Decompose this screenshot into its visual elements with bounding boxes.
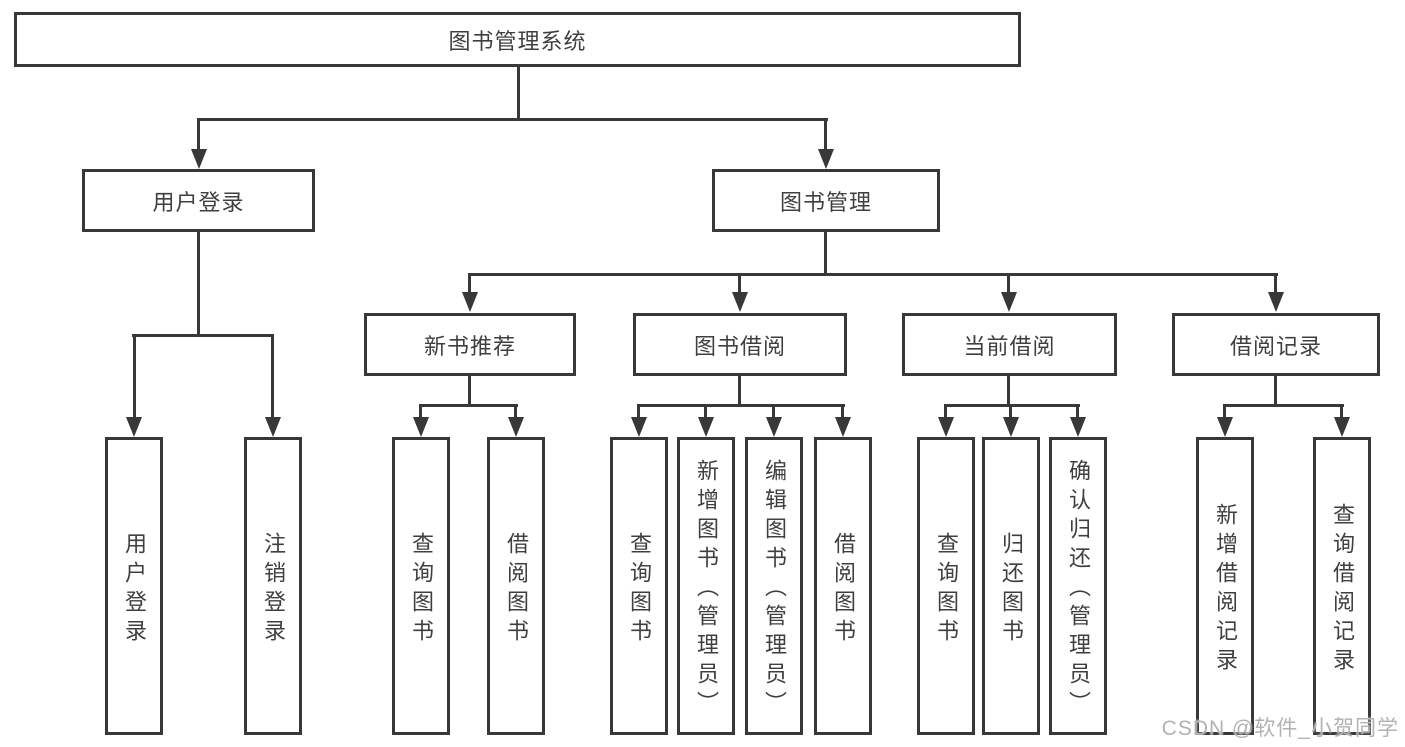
arrow-down-icon — [766, 417, 782, 437]
connector-book-management-stem — [824, 232, 827, 276]
leaf-confirm-return-admin: 确认归还（管理员） — [1049, 437, 1107, 735]
leaf-label: 查询借阅记录 — [1330, 502, 1355, 677]
node-book-borrowing: 图书借阅 — [633, 313, 847, 376]
node-label: 用户登录 — [152, 189, 245, 215]
node-label: 图书管理 — [779, 189, 872, 215]
connector-current-borrow-bar — [944, 404, 1080, 407]
leaf-label: 查询图书 — [934, 531, 959, 648]
connector-leaf-drop — [1340, 404, 1343, 419]
leaf-label: 用户登录 — [122, 531, 147, 648]
node-library-system: 图书管理系统 — [14, 12, 1021, 67]
arrow-down-icon — [1001, 292, 1017, 312]
arrow-down-icon — [732, 292, 748, 312]
arrow-down-icon — [1003, 417, 1019, 437]
leaf-query-books-current: 查询图书 — [917, 437, 975, 735]
leaf-label: 新增图书（管理员） — [694, 459, 719, 720]
leaf-label: 查询图书 — [627, 531, 652, 648]
connector-leaf-drop — [704, 404, 707, 419]
connector-new-book-drop — [468, 273, 471, 293]
connector-user-login-bar — [132, 334, 274, 337]
node-borrowing-records: 借阅记录 — [1172, 313, 1380, 376]
connector-current-borrow-stem — [1007, 376, 1010, 407]
arrow-down-icon — [835, 417, 851, 437]
arrow-down-icon — [126, 417, 142, 437]
leaf-label: 新增借阅记录 — [1213, 502, 1238, 677]
connector-user-login-drop — [197, 118, 200, 151]
connector-level3-bar — [468, 273, 1278, 276]
node-label: 当前借阅 — [963, 333, 1056, 359]
arrow-down-icon — [698, 417, 714, 437]
leaf-return-books: 归还图书 — [982, 437, 1040, 735]
connector-leaf-drop — [841, 404, 844, 419]
node-label: 图书借阅 — [693, 333, 786, 359]
connector-borrow-records-bar — [1223, 404, 1344, 407]
connector-borrow-records-drop — [1274, 273, 1277, 293]
connector-leaf-drop — [944, 404, 947, 419]
leaf-logout-login: 注销登录 — [244, 437, 302, 735]
connector-level2-bar — [197, 118, 828, 121]
connector-root-stem — [517, 67, 520, 121]
arrow-down-icon — [1334, 417, 1350, 437]
connector-book-borrow-bar — [637, 404, 845, 407]
arrow-down-icon — [265, 417, 281, 437]
connector-user-login-stem — [197, 232, 200, 337]
connector-leaf-drop — [1223, 404, 1226, 419]
arrow-down-icon — [508, 417, 524, 437]
connector-leaf-drop — [1076, 404, 1079, 419]
leaf-label: 编辑图书（管理员） — [762, 459, 787, 720]
leaf-label: 借阅图书 — [504, 531, 529, 648]
arrow-down-icon — [1268, 292, 1284, 312]
connector-leaf-drop — [772, 404, 775, 419]
csdn-watermark: CSDN @软件_小贺同学 — [1161, 717, 1399, 740]
leaf-borrow-books-borrowing: 借阅图书 — [814, 437, 872, 735]
leaf-label: 注销登录 — [261, 531, 286, 648]
connector-leaf-drop — [133, 334, 136, 418]
connector-current-borrow-drop — [1007, 273, 1010, 293]
connector-book-borrow-drop — [738, 273, 741, 293]
connector-new-book-stem — [468, 376, 471, 407]
node-label: 借阅记录 — [1229, 333, 1322, 359]
connector-book-borrow-stem — [738, 376, 741, 407]
connector-leaf-drop — [637, 404, 640, 419]
arrow-down-icon — [191, 149, 207, 169]
arrow-down-icon — [413, 417, 429, 437]
leaf-add-borrow-record: 新增借阅记录 — [1196, 437, 1254, 735]
connector-leaf-drop — [514, 404, 517, 419]
arrow-down-icon — [818, 149, 834, 169]
connector-borrow-records-stem — [1274, 376, 1277, 407]
arrow-down-icon — [938, 417, 954, 437]
leaf-query-borrow-record: 查询借阅记录 — [1313, 437, 1371, 735]
leaf-add-books-admin: 新增图书（管理员） — [677, 437, 735, 735]
node-new-book-recommend: 新书推荐 — [364, 313, 576, 376]
arrow-down-icon — [462, 292, 478, 312]
leaf-label: 确认归还（管理员） — [1066, 459, 1091, 720]
leaf-user-login: 用户登录 — [105, 437, 163, 735]
arrow-down-icon — [631, 417, 647, 437]
node-label: 图书管理系统 — [448, 28, 587, 54]
node-current-borrowing: 当前借阅 — [902, 313, 1117, 376]
node-book-management: 图书管理 — [712, 169, 940, 232]
connector-leaf-drop — [271, 334, 274, 418]
leaf-query-books-borrowing: 查询图书 — [610, 437, 668, 735]
leaf-borrow-books-recommend: 借阅图书 — [487, 437, 545, 735]
connector-leaf-drop — [419, 404, 422, 419]
connector-book-management-drop — [824, 118, 827, 151]
node-label: 新书推荐 — [423, 333, 516, 359]
connector-leaf-drop — [1009, 404, 1012, 419]
leaf-query-books-recommend: 查询图书 — [392, 437, 450, 735]
arrow-down-icon — [1070, 417, 1086, 437]
connector-new-book-bar — [419, 404, 518, 407]
node-user-login: 用户登录 — [82, 169, 315, 232]
leaf-label: 借阅图书 — [831, 531, 856, 648]
leaf-edit-books-admin: 编辑图书（管理员） — [745, 437, 803, 735]
arrow-down-icon — [1217, 417, 1233, 437]
leaf-label: 查询图书 — [409, 531, 434, 648]
leaf-label: 归还图书 — [999, 531, 1024, 648]
